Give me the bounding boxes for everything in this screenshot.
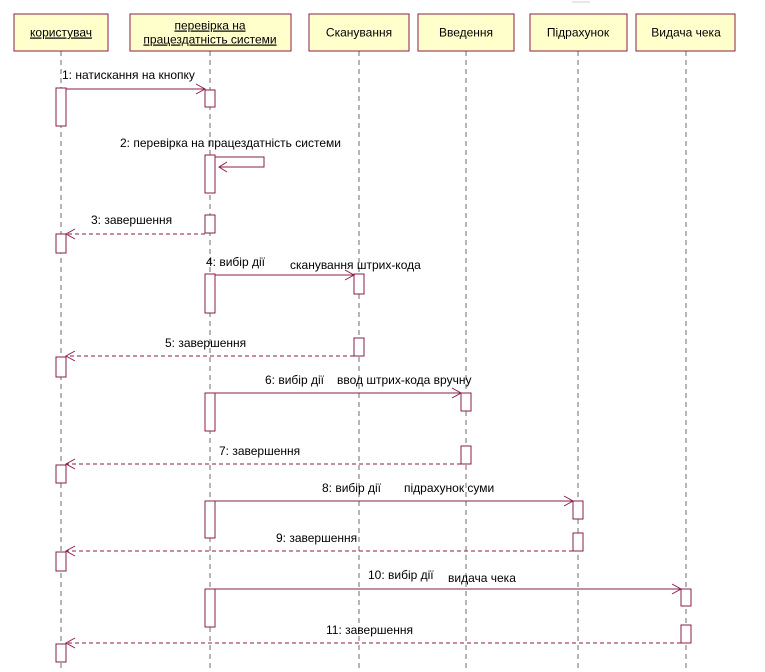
message-5-arrowhead [64,350,76,362]
activation-user [55,643,67,663]
message-8-note: підрахунок суми [404,481,494,495]
activation-check [204,154,216,194]
object-label-input: Введення [439,26,493,40]
message-8-arrowhead [563,495,575,507]
message-9-arrowhead [64,545,76,557]
object-box-check [129,13,292,52]
activation-calc [572,500,584,520]
message-11-arrowhead [64,637,76,649]
activation-check [204,214,216,234]
object-box-calc [529,13,628,52]
message-10-note: видача чека [448,571,516,585]
object-label-check: працездатність системи [143,33,276,47]
object-box-receipt [635,13,736,52]
activation-user [55,551,67,572]
activation-check [204,588,216,628]
activation-user [55,356,67,378]
activation-user [55,233,67,254]
message-7-arrowhead [64,458,76,470]
activation-input [460,445,472,465]
message-1-label: 1: натискання на кнопку [62,68,195,82]
message-7-label: 7: завершення [219,444,300,458]
activations [55,87,692,663]
message-10-label: 10: вибір дії [368,568,434,582]
message-9-label: 9: завершення [276,531,357,545]
message-2-line [215,156,265,168]
message-4-arrowhead [344,269,356,281]
object-label-receipt: Видача чека [651,26,721,40]
object-label-check: перевірка на [174,19,245,33]
object-label-calc: Підрахунок [547,26,610,40]
message-6-note: ввод штрих-кода вручну [337,373,471,387]
activation-calc [572,532,584,552]
activation-scan [353,273,365,295]
message-2-label: 2: перевірка на працездатність системи [120,136,341,150]
activation-check [204,89,216,108]
lifelines [60,51,687,668]
message-5-label: 5: завершення [165,336,246,350]
object-label-scan: Сканування [326,26,392,40]
message-2-arrowhead [218,161,228,173]
object-box-user [13,13,109,52]
activation-check [204,500,216,539]
message-6-arrowhead [451,387,463,399]
message-4-note: сканування штрих-кода [290,258,421,272]
message-3-label: 3: завершення [91,213,172,227]
activation-receipt [680,588,692,607]
activation-check [204,273,216,314]
object-label-user: користувач [30,26,92,40]
messages: 1: натискання на кнопку 2: перевірка на п… [62,68,683,649]
message-3-arrowhead [64,228,76,240]
message-4-label: 4: вибір дії [206,255,266,269]
message-6-label: 6: вибір дії [265,373,325,387]
activation-check [204,392,216,432]
message-1-arrowhead [195,83,207,95]
object-box-input [417,13,515,52]
message-10-arrowhead [671,583,683,595]
activation-user [55,87,67,127]
message-8-label: 8: вибір дії [322,481,382,495]
activation-input [460,392,472,412]
activation-user [55,464,67,484]
activation-scan [353,337,365,357]
object-box-scan [308,13,410,52]
activation-receipt [680,624,692,644]
message-11-label: 11: завершення [326,623,413,637]
